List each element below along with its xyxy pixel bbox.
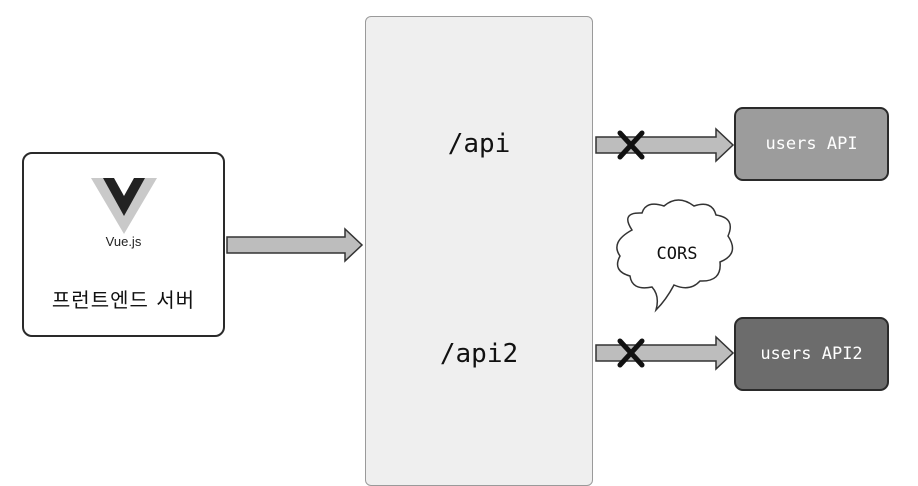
connectors xyxy=(226,127,735,371)
x-mark-icon xyxy=(617,338,645,368)
route-api-label: /api xyxy=(447,129,511,159)
frontend-server-label: 프런트엔드 서버 xyxy=(51,288,196,312)
diagram: Vue.js 프런트엔드 서버 /api /api2 users API use… xyxy=(22,16,889,486)
route-api2-label: /api2 xyxy=(439,339,519,369)
cors-speech-bubble xyxy=(616,199,734,313)
arrow-api-to-users-api xyxy=(595,127,735,163)
arrow-frontend-to-proxy xyxy=(226,227,364,263)
users-api2-label: users API2 xyxy=(760,344,863,364)
users-api-box: users API xyxy=(734,107,889,181)
proxy-server-box: /api /api2 xyxy=(365,16,593,486)
vue-logo-icon xyxy=(91,178,157,234)
arrow-api2-to-users-api2 xyxy=(595,335,735,371)
vue-logo-caption: Vue.js xyxy=(105,234,142,249)
users-api-label: users API xyxy=(765,134,858,154)
users-api2-box: users API2 xyxy=(734,317,889,391)
x-mark-icon xyxy=(617,130,645,160)
cors-label: CORS xyxy=(656,244,698,264)
frontend-server-box: Vue.js 프런트엔드 서버 xyxy=(22,152,225,337)
